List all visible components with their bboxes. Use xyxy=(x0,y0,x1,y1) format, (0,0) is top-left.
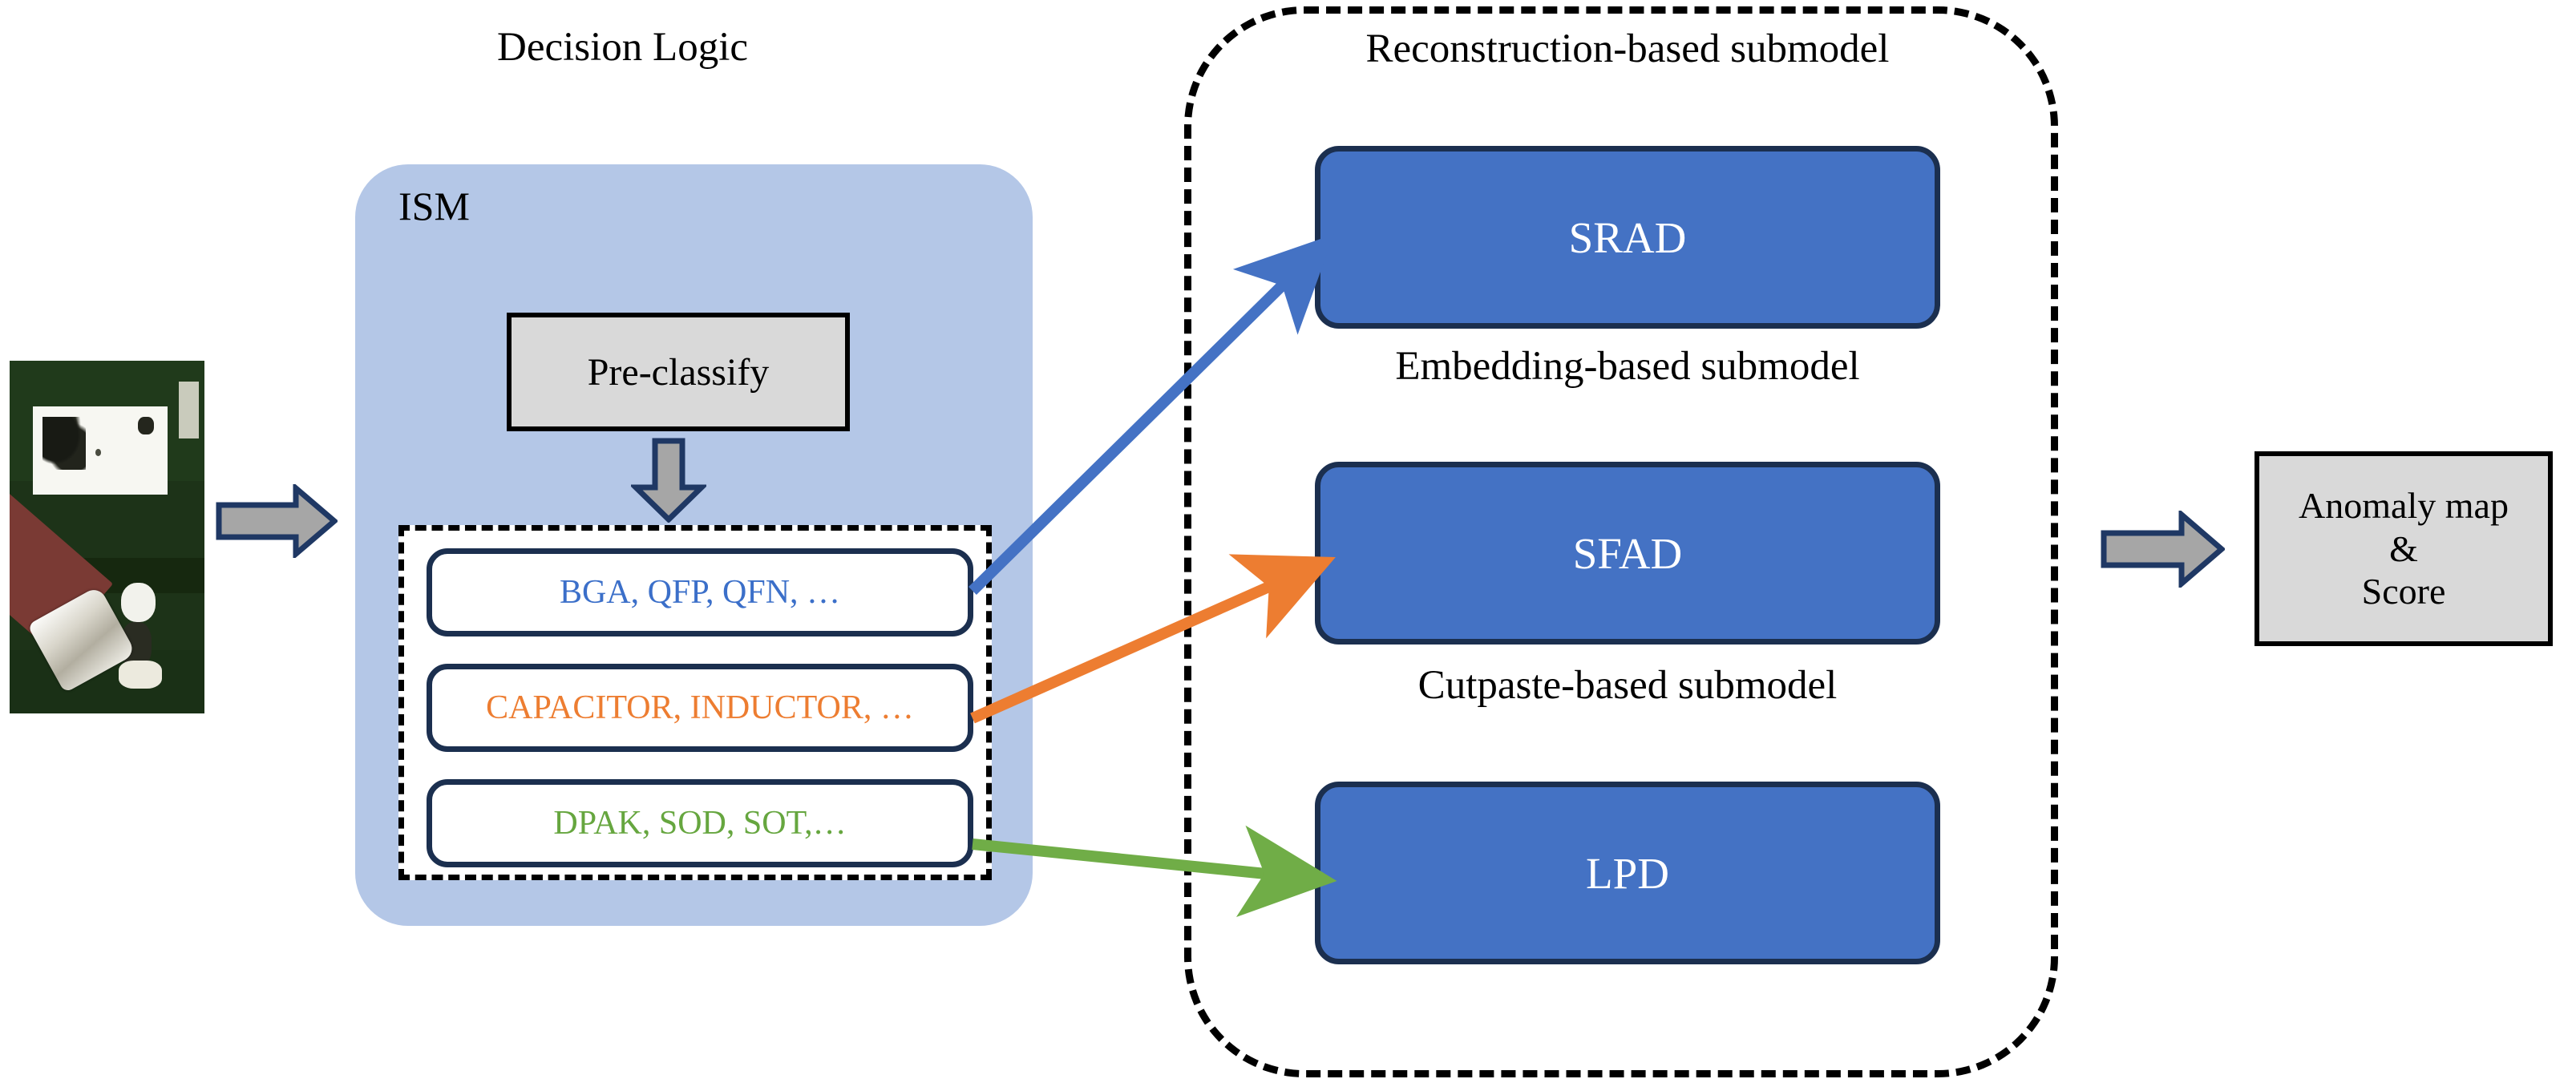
category-box-dpak[interactable]: DPAK, SOD, SOT,… xyxy=(427,779,973,867)
submodel-box-srad[interactable]: SRAD xyxy=(1315,146,1940,329)
solder-pad xyxy=(120,583,156,622)
pre-classify-box[interactable]: Pre-classify xyxy=(507,313,850,431)
output-line-2: & xyxy=(2389,527,2418,569)
input-sample-image xyxy=(10,361,204,713)
output-flow-arrow-icon xyxy=(2101,511,2225,588)
output-line-3: Score xyxy=(2361,571,2446,612)
defect-blob xyxy=(42,417,86,471)
solder-pad xyxy=(119,661,162,689)
decision-logic-title: Decision Logic xyxy=(497,25,748,70)
category-group: BGA, QFP, QFN, … CAPACITOR, INDUCTOR, … … xyxy=(398,525,992,880)
defect-dot xyxy=(138,417,154,435)
submodel-title-cutpaste: Cutpaste-based submodel xyxy=(1417,663,1838,708)
submodel-box-lpd[interactable]: LPD xyxy=(1315,782,1940,964)
output-line-1: Anomaly map xyxy=(2299,485,2509,527)
pre-classify-down-arrow-icon xyxy=(631,438,706,523)
chip-edge xyxy=(179,382,199,438)
submodel-title-reconstruction: Reconstruction-based submodel xyxy=(1365,26,1890,71)
ism-label: ISM xyxy=(398,184,470,228)
category-box-bga[interactable]: BGA, QFP, QFN, … xyxy=(427,548,973,636)
submodel-title-embedding: Embedding-based submodel xyxy=(1395,344,1860,389)
category-box-capacitor[interactable]: CAPACITOR, INDUCTOR, … xyxy=(427,664,973,752)
output-result-box: Anomaly map & Score xyxy=(2255,451,2553,646)
submodel-box-sfad[interactable]: SFAD xyxy=(1315,462,1940,645)
defect-speck xyxy=(95,449,102,456)
input-flow-arrow-icon xyxy=(216,484,338,558)
